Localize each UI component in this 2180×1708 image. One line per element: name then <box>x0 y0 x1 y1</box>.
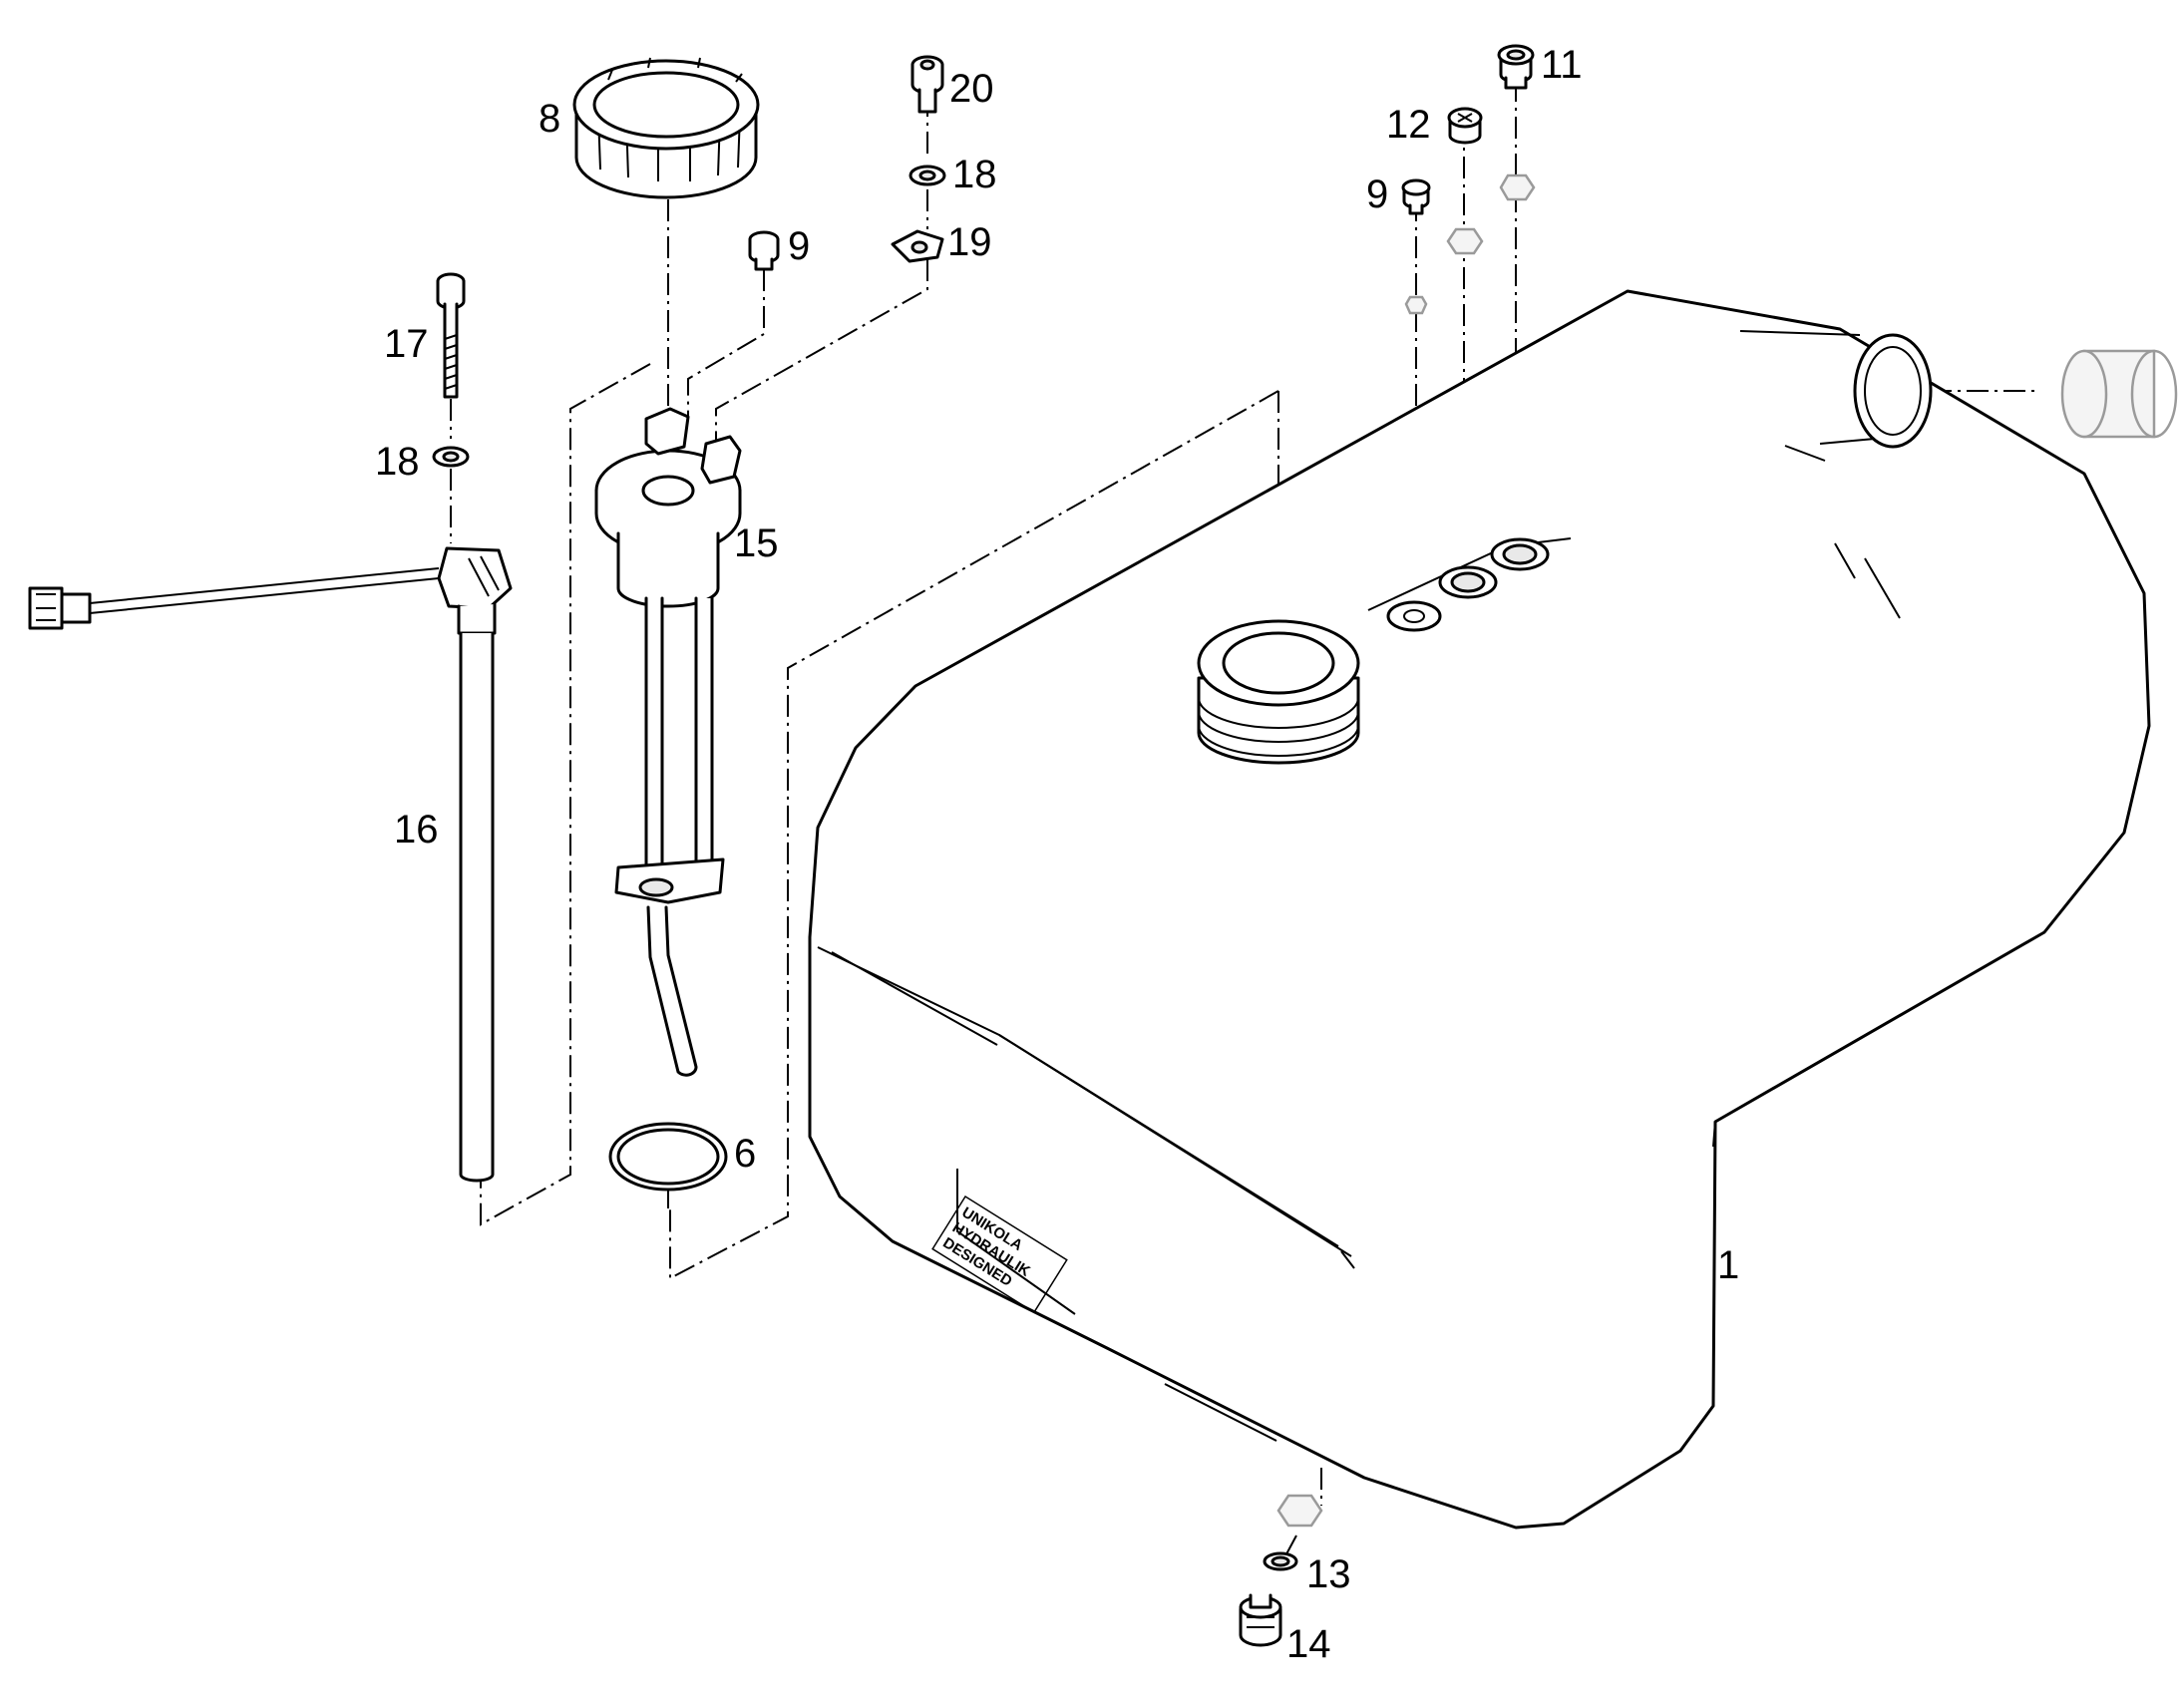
callout-1: 1 <box>1717 1243 1739 1287</box>
tank-body: UNIKOLA HYDRAULIK DESIGNED <box>808 289 2151 1530</box>
ring-nut-part <box>572 57 760 199</box>
drain-fittings <box>1239 1494 1323 1647</box>
bolt-9-left-part <box>748 230 780 271</box>
callout-18-top: 18 <box>952 153 997 196</box>
bolt-17-part <box>436 272 466 399</box>
callout-9-right: 9 <box>1366 172 1388 216</box>
tank-bosses <box>1367 537 1572 632</box>
bolt-20-part <box>910 55 944 114</box>
callout-18-left: 18 <box>375 440 420 484</box>
clip-19-part <box>891 229 944 263</box>
callout-17: 17 <box>384 322 429 366</box>
callout-19: 19 <box>947 220 992 264</box>
callout-20: 20 <box>949 67 994 111</box>
level-sender-part <box>28 546 513 1183</box>
washer-18-left-part <box>432 446 470 468</box>
sleeve-part <box>2060 349 2178 439</box>
suction-unit-part <box>594 407 742 1077</box>
callout-16: 16 <box>394 808 439 852</box>
callout-14: 14 <box>1286 1622 1331 1666</box>
callout-9-left: 9 <box>788 224 810 268</box>
callout-15: 15 <box>734 521 779 565</box>
tank-opening <box>1197 619 1360 765</box>
callout-8: 8 <box>539 97 560 141</box>
callout-6: 6 <box>734 1132 756 1176</box>
callout-11: 11 <box>1541 43 1583 87</box>
tank-fittings <box>1401 44 1536 315</box>
callout-13: 13 <box>1306 1552 1351 1596</box>
o-ring-part <box>608 1122 728 1192</box>
callout-numbers: 1 6 8 9 9 11 12 13 14 15 16 17 18 18 19 … <box>375 43 1739 1666</box>
callout-12: 12 <box>1386 103 1431 147</box>
washer-18-top-part <box>908 165 946 186</box>
